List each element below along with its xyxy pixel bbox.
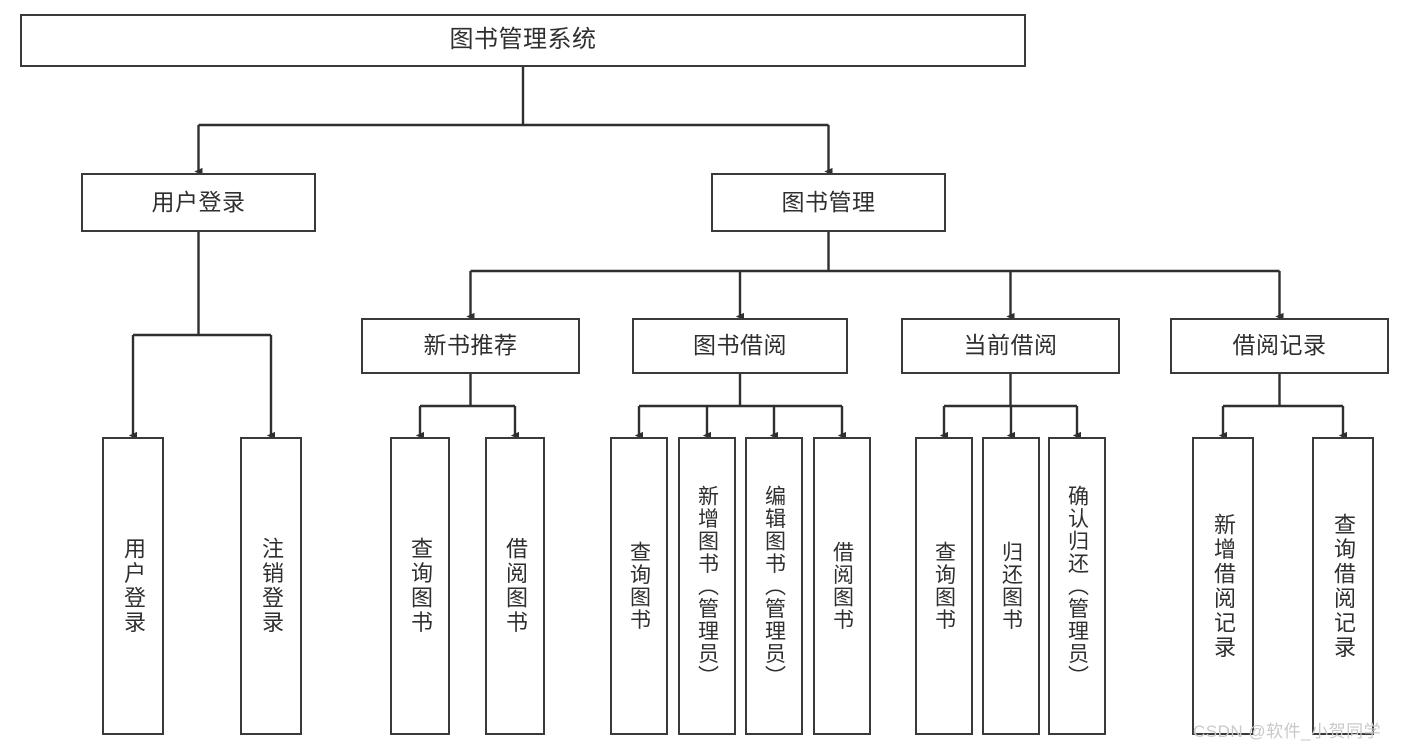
node-label-new-book-recommend: 新书推荐 bbox=[423, 332, 518, 359]
node-label-leaf-add-borrow-record: 新增借阅记录 bbox=[1211, 512, 1236, 660]
node-new-book-recommend[interactable]: 新书推荐 bbox=[361, 318, 580, 374]
node-label-leaf-query-book-3: 查询图书 bbox=[932, 541, 956, 631]
node-label-leaf-query-book-1: 查询图书 bbox=[408, 537, 433, 635]
node-borrow-record[interactable]: 借阅记录 bbox=[1170, 318, 1389, 374]
node-leaf-query-book-2[interactable]: 查询图书 bbox=[610, 437, 668, 735]
node-book-borrow[interactable]: 图书借阅 bbox=[632, 318, 848, 374]
connector-paths bbox=[128, 67, 1348, 440]
node-root[interactable]: 图书管理系统 bbox=[20, 14, 1026, 67]
node-label-user-login: 用户登录 bbox=[151, 188, 246, 215]
node-label-leaf-borrow-book-2: 借阅图书 bbox=[830, 541, 854, 631]
node-label-current-borrow: 当前借阅 bbox=[963, 332, 1058, 359]
node-leaf-add-book-admin[interactable]: 新增图书（管理员） bbox=[678, 437, 736, 735]
node-label-leaf-user-logout: 注销登录 bbox=[259, 537, 284, 635]
node-leaf-add-borrow-record[interactable]: 新增借阅记录 bbox=[1192, 437, 1254, 735]
node-label-leaf-borrow-book-1: 借阅图书 bbox=[503, 537, 528, 635]
node-label-leaf-query-borrow-record: 查询借阅记录 bbox=[1331, 512, 1356, 660]
node-leaf-borrow-book-2[interactable]: 借阅图书 bbox=[813, 437, 871, 735]
node-leaf-confirm-return-admin[interactable]: 确认归还（管理员） bbox=[1048, 437, 1106, 735]
node-leaf-user-logout[interactable]: 注销登录 bbox=[240, 437, 302, 735]
node-label-borrow-record: 借阅记录 bbox=[1232, 332, 1327, 359]
node-user-login[interactable]: 用户登录 bbox=[81, 173, 316, 232]
node-label-leaf-user-login: 用户登录 bbox=[121, 537, 146, 635]
node-leaf-borrow-book-1[interactable]: 借阅图书 bbox=[485, 437, 545, 735]
node-label-leaf-add-book-admin: 新增图书（管理员） bbox=[695, 484, 719, 688]
node-label-leaf-confirm-return-admin: 确认归还（管理员） bbox=[1065, 484, 1089, 688]
node-label-book-manage: 图书管理 bbox=[781, 188, 876, 215]
node-label-root: 图书管理系统 bbox=[449, 26, 597, 54]
node-leaf-query-book-3[interactable]: 查询图书 bbox=[915, 437, 973, 735]
node-label-leaf-return-book: 归还图书 bbox=[999, 541, 1023, 631]
node-label-book-borrow: 图书借阅 bbox=[693, 332, 787, 359]
node-book-manage[interactable]: 图书管理 bbox=[711, 173, 946, 232]
node-leaf-user-login[interactable]: 用户登录 bbox=[102, 437, 164, 735]
csdn-watermark: CSDN @软件_小贺同学 bbox=[1193, 722, 1382, 741]
node-leaf-query-book-1[interactable]: 查询图书 bbox=[390, 437, 450, 735]
node-current-borrow[interactable]: 当前借阅 bbox=[901, 318, 1120, 374]
node-leaf-edit-book-admin[interactable]: 编辑图书（管理员） bbox=[745, 437, 803, 735]
node-leaf-return-book[interactable]: 归还图书 bbox=[982, 437, 1040, 735]
node-leaf-query-borrow-record[interactable]: 查询借阅记录 bbox=[1312, 437, 1374, 735]
node-label-leaf-edit-book-admin: 编辑图书（管理员） bbox=[762, 484, 786, 688]
node-label-leaf-query-book-2: 查询图书 bbox=[627, 541, 651, 631]
